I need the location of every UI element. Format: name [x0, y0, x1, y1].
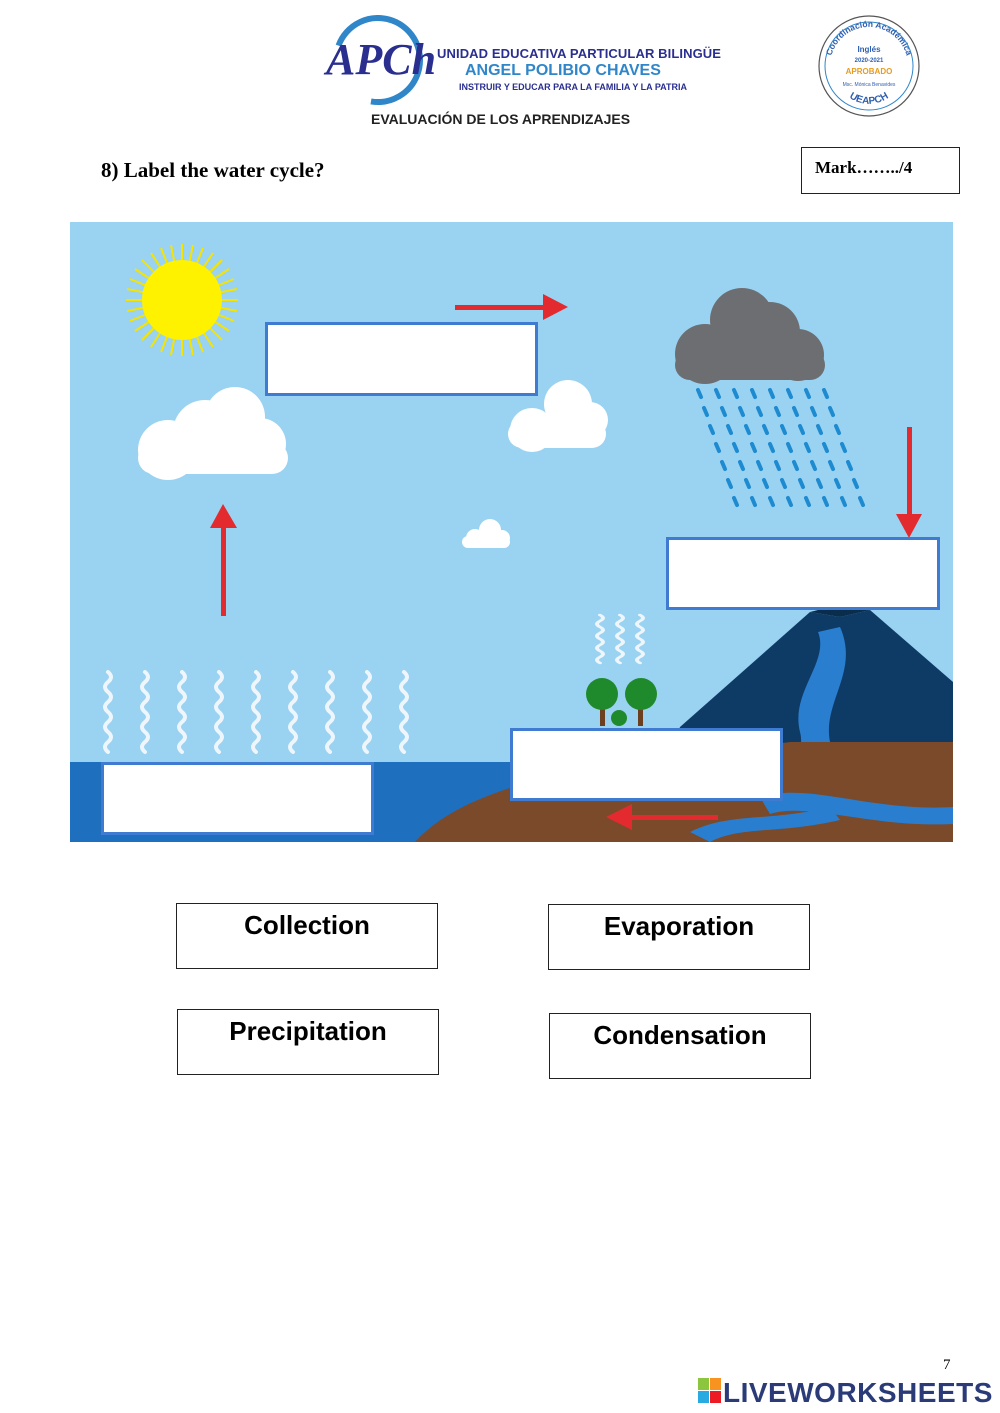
arrow-icon [210, 504, 237, 616]
liveworksheets-brand: LIVEWORKSHEETS [723, 1377, 993, 1408]
seal-subject: Inglés [857, 45, 881, 54]
seal-bottom-text: UEAPCH [848, 91, 891, 107]
word-collection[interactable]: Collection [176, 903, 438, 969]
cloud-icon [462, 519, 510, 548]
tree-icon [586, 678, 657, 726]
rain-drops [696, 388, 865, 507]
cloud-icon [508, 380, 608, 452]
seal-year: 2020-2021 [855, 58, 884, 64]
arrow-icon [455, 294, 568, 320]
label-slot-precipitation-area[interactable] [666, 537, 940, 610]
mark-box: Mark……../4 [801, 147, 960, 194]
seal-signer: Msc. Mónica Benavides [843, 82, 896, 88]
school-name-line1: UNIDAD EDUCATIVA PARTICULAR BILINGÜE [437, 46, 722, 61]
label-slot-condensation-area[interactable] [265, 322, 538, 396]
cloud-icon [138, 387, 288, 480]
arrow-icon [896, 427, 922, 538]
liveworksheets-logo-icon [698, 1378, 721, 1403]
word-condensation[interactable]: Condensation [549, 1013, 811, 1079]
school-motto: INSTRUIR Y EDUCAR PARA LA FAMILIA Y LA P… [459, 82, 688, 92]
mark-text: Mark……../4 [815, 158, 913, 177]
question-title: 8) Label the water cycle? [101, 158, 325, 182]
label-slot-collection-area[interactable] [510, 728, 783, 801]
rain-cloud-icon [675, 288, 825, 384]
logo-text: APCh [323, 35, 436, 84]
approval-seal: Coordinación Académica Inglés 2020-2021 … [818, 15, 920, 117]
label-slot-evaporation-area[interactable] [101, 762, 374, 835]
evaluation-title: EVALUACIÓN DE LOS APRENDIZAJES [371, 111, 631, 127]
school-logo: APCh [323, 14, 436, 105]
word-evaporation[interactable]: Evaporation [548, 904, 810, 970]
sun-icon [126, 244, 238, 356]
seal-status: APROBADO [846, 67, 893, 76]
arrow-icon [606, 804, 718, 830]
school-name-line2: ANGEL POLIBIO CHAVES [465, 62, 661, 79]
word-precipitation[interactable]: Precipitation [177, 1009, 439, 1075]
svg-text:UEAPCH: UEAPCH [848, 91, 891, 107]
page-number: 7 [943, 1357, 951, 1373]
